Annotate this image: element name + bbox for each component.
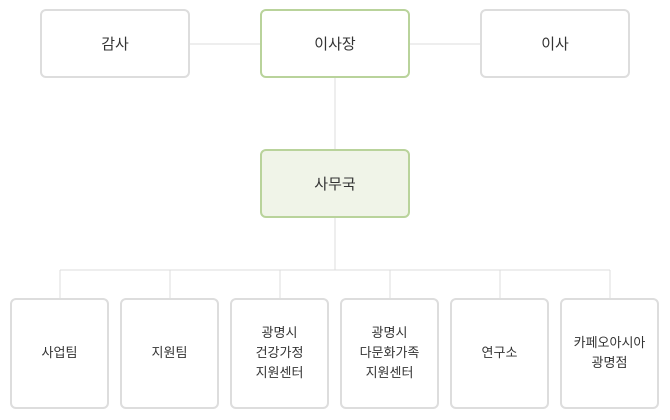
director-box: 이사 [480,9,630,78]
unit-label: 연구소 [481,345,518,361]
unit-label: 카페오아시아 광명점 [573,335,646,371]
unit-label: 광명시 건강가정 지원센터 [255,325,304,381]
unit-multicultural-center: 광명시 다문화가족 지원센터 [340,298,439,409]
unit-label: 사업팀 [41,345,78,361]
unit-family-center: 광명시 건강가정 지원센터 [230,298,329,409]
office-box: 사무국 [260,149,410,218]
unit-cafe-oasia: 카페오아시아 광명점 [560,298,659,409]
director-label: 이사 [541,35,569,53]
unit-label: 지원팀 [151,345,188,361]
chairman-box: 이사장 [260,9,410,78]
office-label: 사무국 [314,175,356,193]
auditor-box: 감사 [40,9,190,78]
unit-research-institute: 연구소 [450,298,549,409]
unit-label: 광명시 다문화가족 지원센터 [359,325,420,381]
unit-support-team: 지원팀 [120,298,219,409]
chairman-label: 이사장 [314,35,356,53]
unit-business-team: 사업팀 [10,298,109,409]
auditor-label: 감사 [101,35,129,53]
